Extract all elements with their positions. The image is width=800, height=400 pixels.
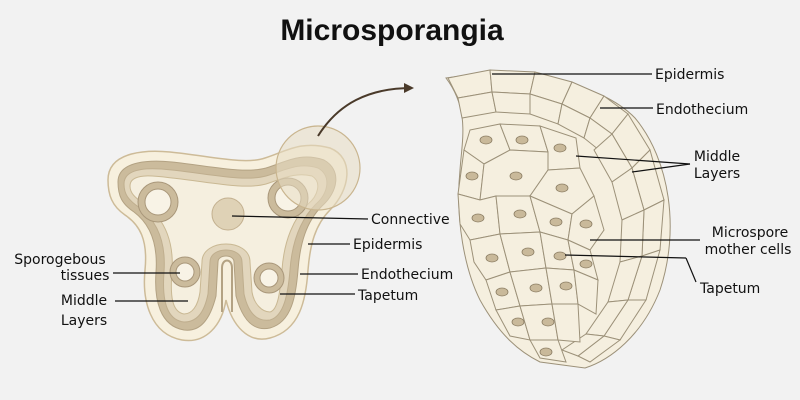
cell-nucleus [485, 253, 499, 263]
cell-nucleus [553, 143, 567, 153]
label-middle-layers-right-line1: Middle [694, 149, 740, 165]
cell-nucleus [471, 213, 485, 223]
pollen-sac-lower-left [169, 256, 201, 288]
label-tapetum-right: Tapetum [699, 281, 760, 297]
cell-nucleus [465, 171, 479, 181]
label-tapetum-left: Tapetum [357, 288, 418, 304]
cell-nucleus [559, 281, 573, 291]
label-sporogenous-line2: tissues [61, 268, 110, 284]
pollen-sac-upper-left [137, 181, 179, 223]
endothecium-cell [491, 91, 531, 115]
label-microspore-line2: mother cells [705, 242, 792, 258]
cell-nucleus [479, 135, 493, 145]
label-epidermis-right: Epidermis [655, 67, 724, 83]
cell-nucleus [529, 283, 543, 293]
cell-nucleus [549, 217, 563, 227]
label-middle-layers-left-line2: Layers [61, 313, 107, 329]
cell-nucleus [555, 183, 569, 193]
sporogenous-cell [573, 269, 599, 315]
anther-cross-section [107, 125, 361, 342]
label-connective: Connective [371, 212, 450, 228]
pollen-sac-lower-right [253, 262, 285, 294]
cell-nucleus [521, 247, 535, 257]
cell-nucleus [515, 135, 529, 145]
label-middle-layers-left-line1: Middle [61, 293, 107, 309]
label-endothecium-right: Endothecium [656, 102, 748, 118]
label-middle-layers-right-line2: Layers [694, 166, 740, 182]
cell-nucleus [509, 171, 523, 181]
label-endothecium-left: Endothecium [361, 267, 453, 283]
cell-nucleus [553, 251, 567, 261]
label-epidermis-left: Epidermis [353, 237, 422, 253]
magnification-arrow [317, 83, 414, 137]
cell-nucleus [511, 317, 525, 327]
right-leader-lines [492, 73, 700, 283]
magnifier-circle [275, 125, 361, 211]
magnified-wall-section [445, 69, 671, 369]
anther-furrow [221, 259, 233, 312]
label-microspore-line1: Microspore [712, 225, 789, 241]
left-leader-lines [113, 215, 369, 302]
cell-nucleus [513, 209, 527, 219]
cell-nucleus [541, 317, 555, 327]
connective-core [211, 197, 245, 231]
cell-nucleus [539, 347, 553, 357]
page-title: Microsporangia [280, 14, 504, 47]
cell-nucleus [579, 259, 593, 269]
cell-nucleus [579, 219, 593, 229]
cell-nucleus [495, 287, 509, 297]
sporogenous-cell [551, 303, 581, 343]
label-sporogenous-line1: Sporogebous [14, 252, 105, 268]
